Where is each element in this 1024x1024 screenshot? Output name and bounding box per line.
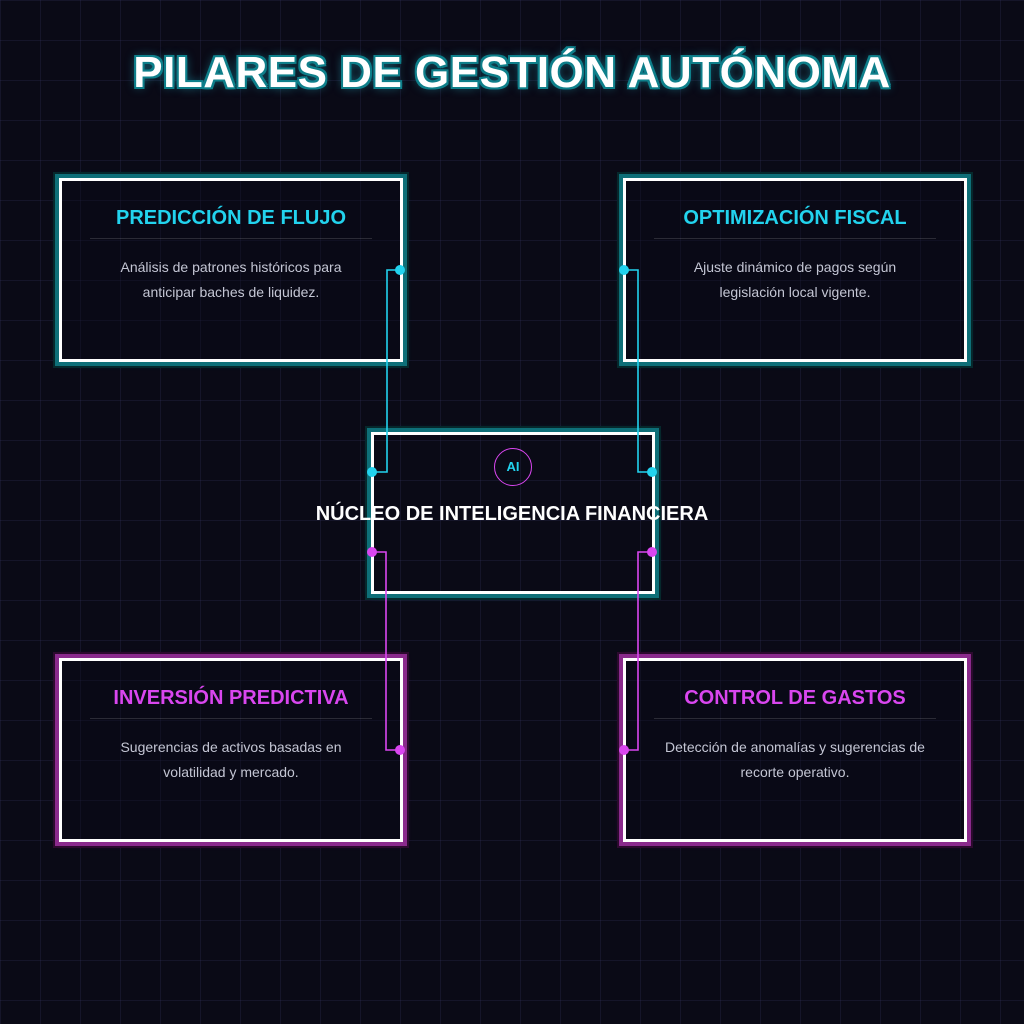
pillar-description: Detección de anomalías y sugerencias de … <box>665 739 925 780</box>
pillar-description: Ajuste dinámico de pagos según legislaci… <box>693 259 897 300</box>
pillar-description: Sugerencias de activos basadas en volati… <box>120 739 342 780</box>
pillar-card-fiscal-optimization[interactable]: OPTIMIZACIÓN FISCAL Ajuste dinámico de p… <box>623 178 967 362</box>
page-title: PILARES DE GESTIÓN AUTÓNOMA <box>133 48 891 97</box>
pillar-description: Análisis de patrones históricos para ant… <box>120 259 342 300</box>
pillar-title: CONTROL DE GASTOS <box>654 687 936 719</box>
pillar-title: PREDICCIÓN DE FLUJO <box>90 207 372 239</box>
pillar-title: OPTIMIZACIÓN FISCAL <box>654 207 936 239</box>
pillar-card-flow-prediction[interactable]: PREDICCIÓN DE FLUJO Análisis de patrones… <box>59 178 403 362</box>
core-card[interactable]: AI <box>371 432 655 594</box>
pillar-card-expense-control[interactable]: CONTROL DE GASTOS Detección de anomalías… <box>623 658 967 842</box>
pillar-card-predictive-investment[interactable]: INVERSIÓN PREDICTIVA Sugerencias de acti… <box>59 658 403 842</box>
pillar-title: INVERSIÓN PREDICTIVA <box>90 687 372 719</box>
core-title: NÚCLEO DE INTELIGENCIA FINANCIERA <box>315 503 709 525</box>
ai-badge-icon: AI <box>494 448 532 486</box>
